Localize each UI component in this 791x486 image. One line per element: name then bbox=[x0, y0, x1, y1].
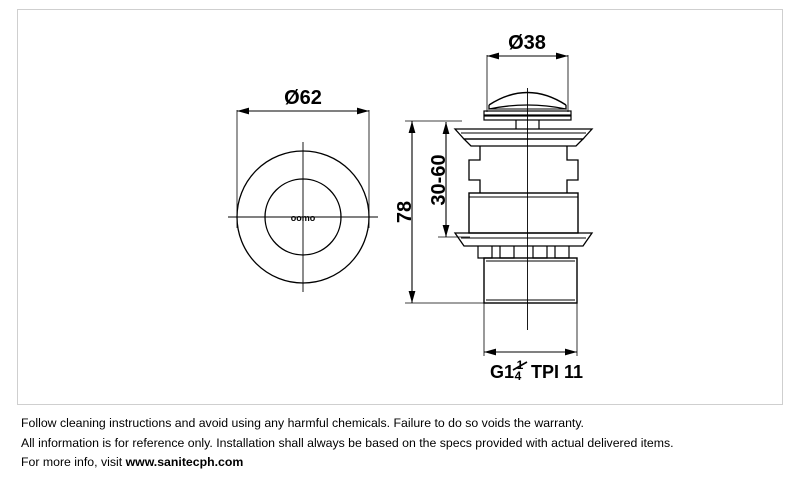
arrowhead-top-3060 bbox=[442, 122, 450, 134]
thread-suffix-label: TPI 11 bbox=[531, 362, 583, 382]
arrowhead-top-78 bbox=[408, 121, 416, 133]
slot-rib-1 bbox=[477, 246, 493, 259]
arrowhead-left-38 bbox=[487, 52, 499, 60]
technical-drawing-canvas: Ø62 Ø38 78 30-60 G1 1 4 TPI 11 oomo bbox=[228, 32, 594, 383]
diameter-62-label: Ø62 bbox=[284, 87, 322, 109]
slot-rib-3 bbox=[532, 246, 548, 259]
slot-rib-4 bbox=[554, 246, 570, 259]
diameter-38-dimension-group bbox=[486, 52, 569, 112]
range-30-60-dimension-group bbox=[438, 122, 470, 238]
range-30-60-label: 30-60 bbox=[428, 154, 450, 205]
footer-note-line-1: Follow cleaning instructions and avoid u… bbox=[21, 416, 584, 430]
thread-prefix-label: G1 bbox=[490, 362, 514, 382]
upper-flange-lower bbox=[462, 138, 585, 147]
website-link[interactable]: www.sanitecph.com bbox=[125, 455, 244, 469]
side-view-group bbox=[453, 88, 594, 330]
body-right-profile bbox=[566, 146, 579, 193]
arrowhead-right-62 bbox=[357, 107, 369, 115]
footer-note-line-3: For more info, visit www.sanitecph.com bbox=[21, 453, 761, 473]
arrowhead-right-thread bbox=[565, 348, 577, 356]
threaded-shank bbox=[483, 257, 578, 304]
brand-logo-mark: oomo bbox=[291, 213, 316, 223]
height-78-label: 78 bbox=[394, 201, 416, 223]
arrowhead-bottom-3060 bbox=[442, 225, 450, 237]
thread-fraction-bar bbox=[512, 361, 528, 371]
height-78-dimension-group bbox=[405, 120, 530, 304]
arrowhead-left-62 bbox=[237, 107, 249, 115]
slot-rib-2 bbox=[499, 246, 515, 259]
lower-flange-outer bbox=[453, 232, 594, 247]
diameter-38-label: Ø38 bbox=[508, 32, 546, 54]
diameter-62-dimension-group bbox=[236, 107, 370, 228]
thread-dimension-group bbox=[483, 303, 578, 356]
body-left-profile bbox=[468, 146, 481, 193]
thread-fraction-denominator: 4 bbox=[515, 369, 522, 383]
thread-callout-group: G1 1 4 TPI 11 bbox=[490, 358, 583, 383]
upper-flange-outer bbox=[453, 128, 594, 140]
footer-visit-prefix: For more info, visit bbox=[21, 455, 126, 469]
body-lower-block bbox=[468, 192, 579, 234]
footer-note-line-2: All information is for reference only. I… bbox=[21, 435, 674, 450]
drawing-frame bbox=[17, 9, 783, 405]
arrowhead-bottom-78 bbox=[408, 291, 416, 303]
arrowhead-right-38 bbox=[556, 52, 568, 60]
footer-notes: Follow cleaning instructions and avoid u… bbox=[21, 414, 761, 473]
arrowhead-left-thread bbox=[484, 348, 496, 356]
